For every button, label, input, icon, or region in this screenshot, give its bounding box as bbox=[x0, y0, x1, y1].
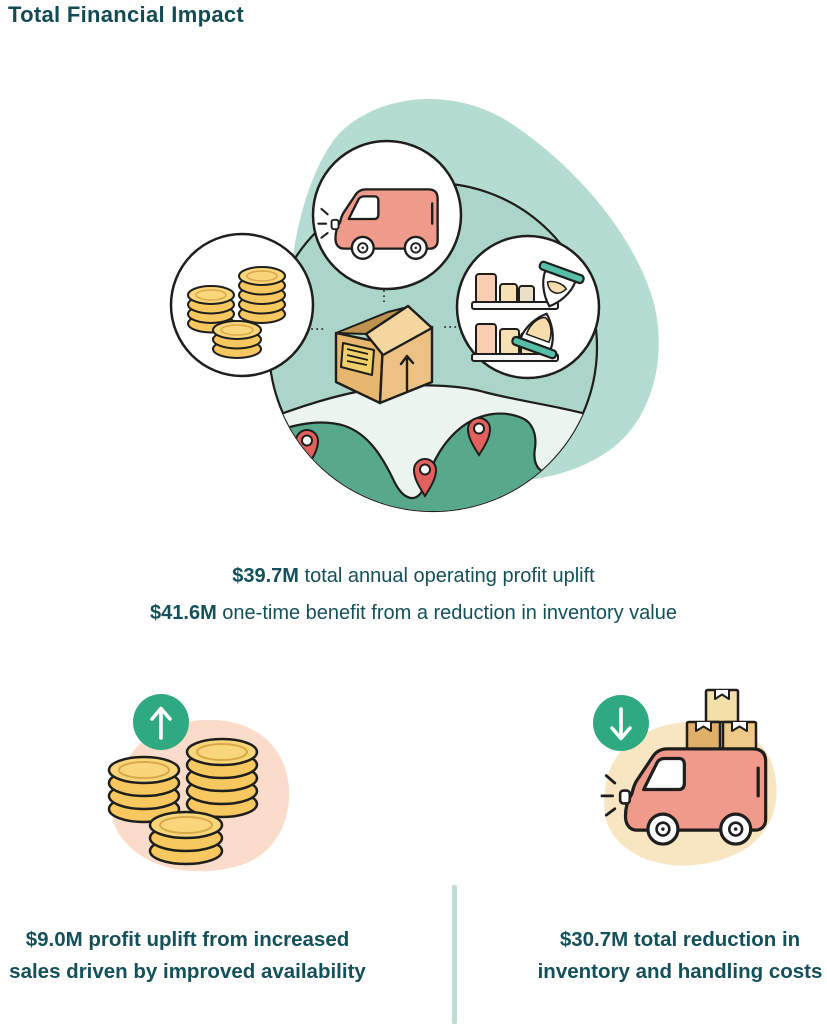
shelf-hourglass-icon bbox=[471, 260, 585, 362]
map-pin-icon bbox=[412, 458, 438, 498]
caption-right: $30.7M total reduction in inventory and … bbox=[537, 928, 823, 983]
coin-stacks-icon bbox=[187, 266, 286, 359]
caption-right-amount: $30.7M bbox=[559, 928, 629, 951]
main-illustration bbox=[169, 98, 659, 513]
open-shipping-box-icon bbox=[334, 304, 434, 405]
arrow-up-icon bbox=[133, 694, 189, 750]
caption-left-amount: $9.0M bbox=[25, 928, 83, 951]
cardboard-boxes bbox=[685, 688, 758, 755]
caption-left: $9.0M profit uplift from increased sales… bbox=[9, 928, 366, 983]
caption-divider bbox=[452, 885, 457, 1024]
page-title: Total Financial Impact bbox=[8, 2, 245, 27]
dotted-connectors bbox=[311, 290, 458, 330]
arrow-down-icon bbox=[593, 695, 649, 751]
summary-line-1: $39.7M total annual operating profit upl… bbox=[232, 565, 595, 587]
map-pin-icon bbox=[466, 417, 492, 457]
van-reduction-illustration bbox=[593, 688, 777, 866]
summary-amount-2: $41.6M bbox=[150, 602, 217, 624]
coin-stacks-icon bbox=[107, 737, 259, 866]
hourglass-icon bbox=[511, 260, 585, 360]
summary-amount-1: $39.7M bbox=[232, 565, 299, 587]
coins-uplift-illustration bbox=[107, 694, 290, 872]
summary-text: $39.7M total annual operating profit upl… bbox=[0, 558, 827, 632]
summary-line-2: $41.6M one-time benefit from a reduction… bbox=[150, 602, 677, 624]
